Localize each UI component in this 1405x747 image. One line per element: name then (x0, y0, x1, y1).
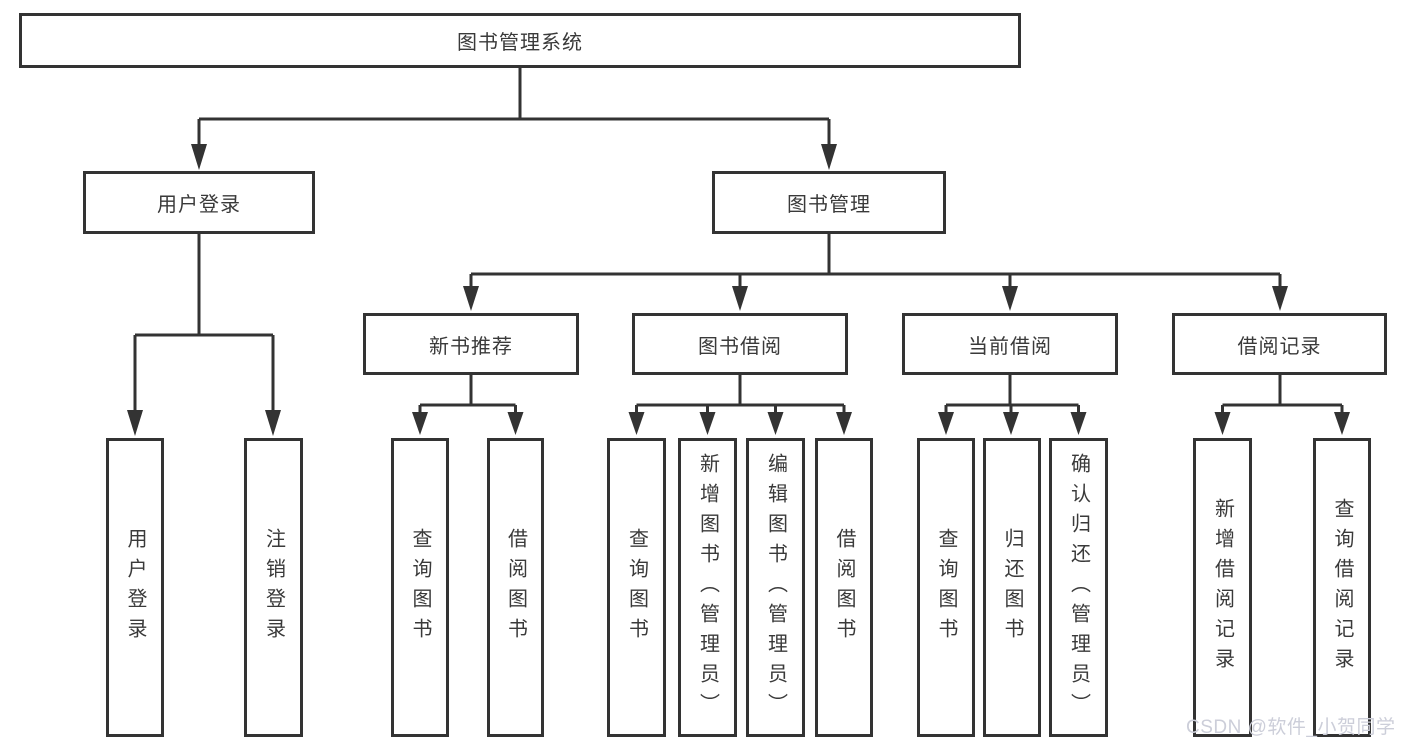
node-label: 图书借阅 (698, 335, 782, 358)
node-label: 借阅图书 (833, 527, 855, 648)
leaf-add-borrow-record: 新增借阅记录 (1193, 438, 1252, 737)
node-label: 用户登录 (124, 527, 146, 648)
arrowhead (628, 412, 645, 435)
node-label: 图书管理 (787, 194, 871, 216)
arrowhead (821, 144, 837, 170)
node-label: 查询借阅记录 (1331, 497, 1353, 678)
node-label: 查询图书 (935, 527, 957, 648)
arrowhead (938, 412, 954, 435)
node-book-management: 图书管理 (712, 171, 946, 234)
node-label: 归还图书 (1001, 527, 1023, 648)
leaf-query-books-current: 查询图书 (917, 438, 975, 737)
watermark: CSDN @软件_小贺同学 (1186, 717, 1396, 738)
leaf-confirm-return-admin: 确认归还（管理员） (1049, 438, 1108, 737)
node-label: 新增图书（管理员） (696, 452, 719, 723)
node-new-book-recommend: 新书推荐 (363, 313, 579, 375)
leaf-query-books-borrowing: 查询图书 (607, 438, 666, 737)
arrowhead (699, 412, 716, 435)
leaf-edit-book-admin: 编辑图书（管理员） (746, 438, 805, 737)
node-borrowing-records: 借阅记录 (1172, 313, 1387, 375)
arrowhead (1214, 412, 1231, 435)
arrowhead (507, 412, 524, 435)
node-label: 编辑图书（管理员） (764, 452, 787, 723)
leaf-query-borrow-record: 查询借阅记录 (1313, 438, 1371, 737)
arrowhead (1070, 412, 1087, 435)
node-label: 新书推荐 (429, 335, 513, 358)
leaf-return-book: 归还图书 (983, 438, 1041, 737)
arrowhead (1334, 412, 1350, 435)
arrowhead (412, 412, 428, 435)
leaf-query-books-recommend: 查询图书 (391, 438, 449, 737)
arrowhead (1003, 412, 1019, 435)
node-label: 图书管理系统 (457, 32, 583, 54)
node-label: 用户登录 (157, 194, 241, 216)
leaf-user-login: 用户登录 (106, 438, 164, 737)
leaf-borrow-books-borrowing: 借阅图书 (815, 438, 873, 737)
node-library-management-system: 图书管理系统 (19, 13, 1021, 68)
leaf-add-book-admin: 新增图书（管理员） (678, 438, 737, 737)
leaf-logout: 注销登录 (244, 438, 303, 737)
node-label: 确认归还（管理员） (1067, 452, 1090, 723)
arrowhead (1002, 286, 1018, 311)
node-label: 借阅记录 (1237, 335, 1322, 358)
arrowhead (191, 144, 207, 170)
arrowhead (767, 412, 784, 435)
node-book-borrowing: 图书借阅 (632, 313, 848, 375)
node-label: 查询图书 (409, 527, 431, 648)
arrowhead (732, 286, 748, 311)
arrowhead (836, 412, 852, 435)
arrowhead (463, 286, 479, 311)
arrowhead (265, 410, 281, 436)
arrowhead (127, 410, 143, 436)
node-label: 注销登录 (262, 527, 285, 648)
node-current-borrowing: 当前借阅 (902, 313, 1118, 375)
node-label: 当前借阅 (968, 335, 1052, 358)
node-label: 查询图书 (625, 527, 648, 648)
node-label: 新增借阅记录 (1211, 497, 1234, 678)
node-user-login: 用户登录 (83, 171, 315, 234)
arrowhead (1272, 286, 1288, 311)
leaf-borrow-books-recommend: 借阅图书 (487, 438, 544, 737)
node-label: 借阅图书 (504, 527, 527, 648)
